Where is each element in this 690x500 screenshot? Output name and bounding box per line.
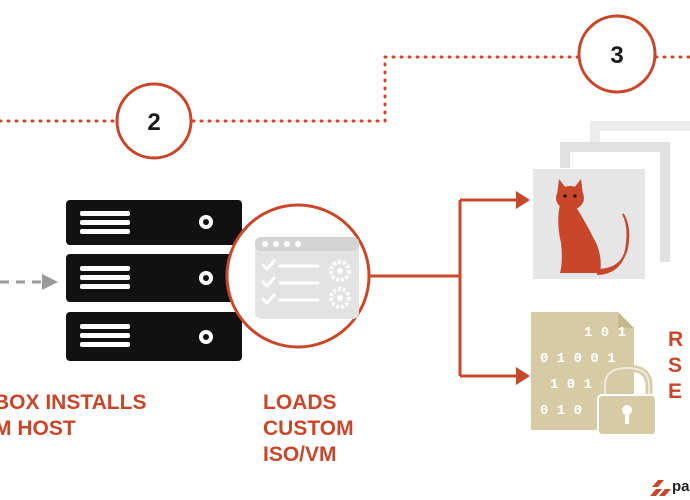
loads-label: LOADS CUSTOM ISO/VM	[263, 390, 354, 468]
branch-connector	[369, 198, 520, 378]
binary-row: 1 0 1 0	[550, 377, 609, 393]
step-number: 3	[610, 42, 623, 69]
binary-row: 0 1 0 0 1	[540, 351, 616, 367]
label-line: S	[668, 354, 683, 377]
step-circle-3: 3	[577, 14, 657, 94]
cat-icon	[556, 179, 630, 276]
step-number: 2	[147, 109, 160, 136]
step-circle-2: 2	[115, 82, 193, 160]
right-label: R S E	[668, 327, 683, 405]
config-window-icon	[225, 203, 371, 349]
arrowhead	[516, 191, 530, 209]
gear-icon	[329, 260, 351, 282]
label-line: BOX INSTALLS	[0, 391, 147, 414]
incoming-dashed-arrow	[0, 274, 58, 290]
server-rack-icon	[66, 200, 242, 361]
label-line: ISO/VM	[263, 443, 337, 466]
label-line: R	[668, 328, 684, 351]
label-line: LOADS	[263, 391, 337, 414]
gear-icon	[329, 287, 351, 309]
arrowhead	[516, 367, 530, 385]
sandbox-label: BOX INSTALLS M HOST	[0, 390, 146, 442]
label-line: CUSTOM	[263, 417, 354, 440]
padlock-icon	[597, 364, 657, 436]
dotted-timeline	[0, 55, 690, 123]
binary-row: 0 1 0	[540, 403, 582, 419]
label-line: M HOST	[0, 417, 76, 440]
binary-row: 1 0 1	[584, 325, 626, 341]
label-line: E	[668, 380, 683, 403]
brand-logo-icon	[650, 480, 671, 496]
brand-logo-text: pa	[672, 478, 690, 495]
